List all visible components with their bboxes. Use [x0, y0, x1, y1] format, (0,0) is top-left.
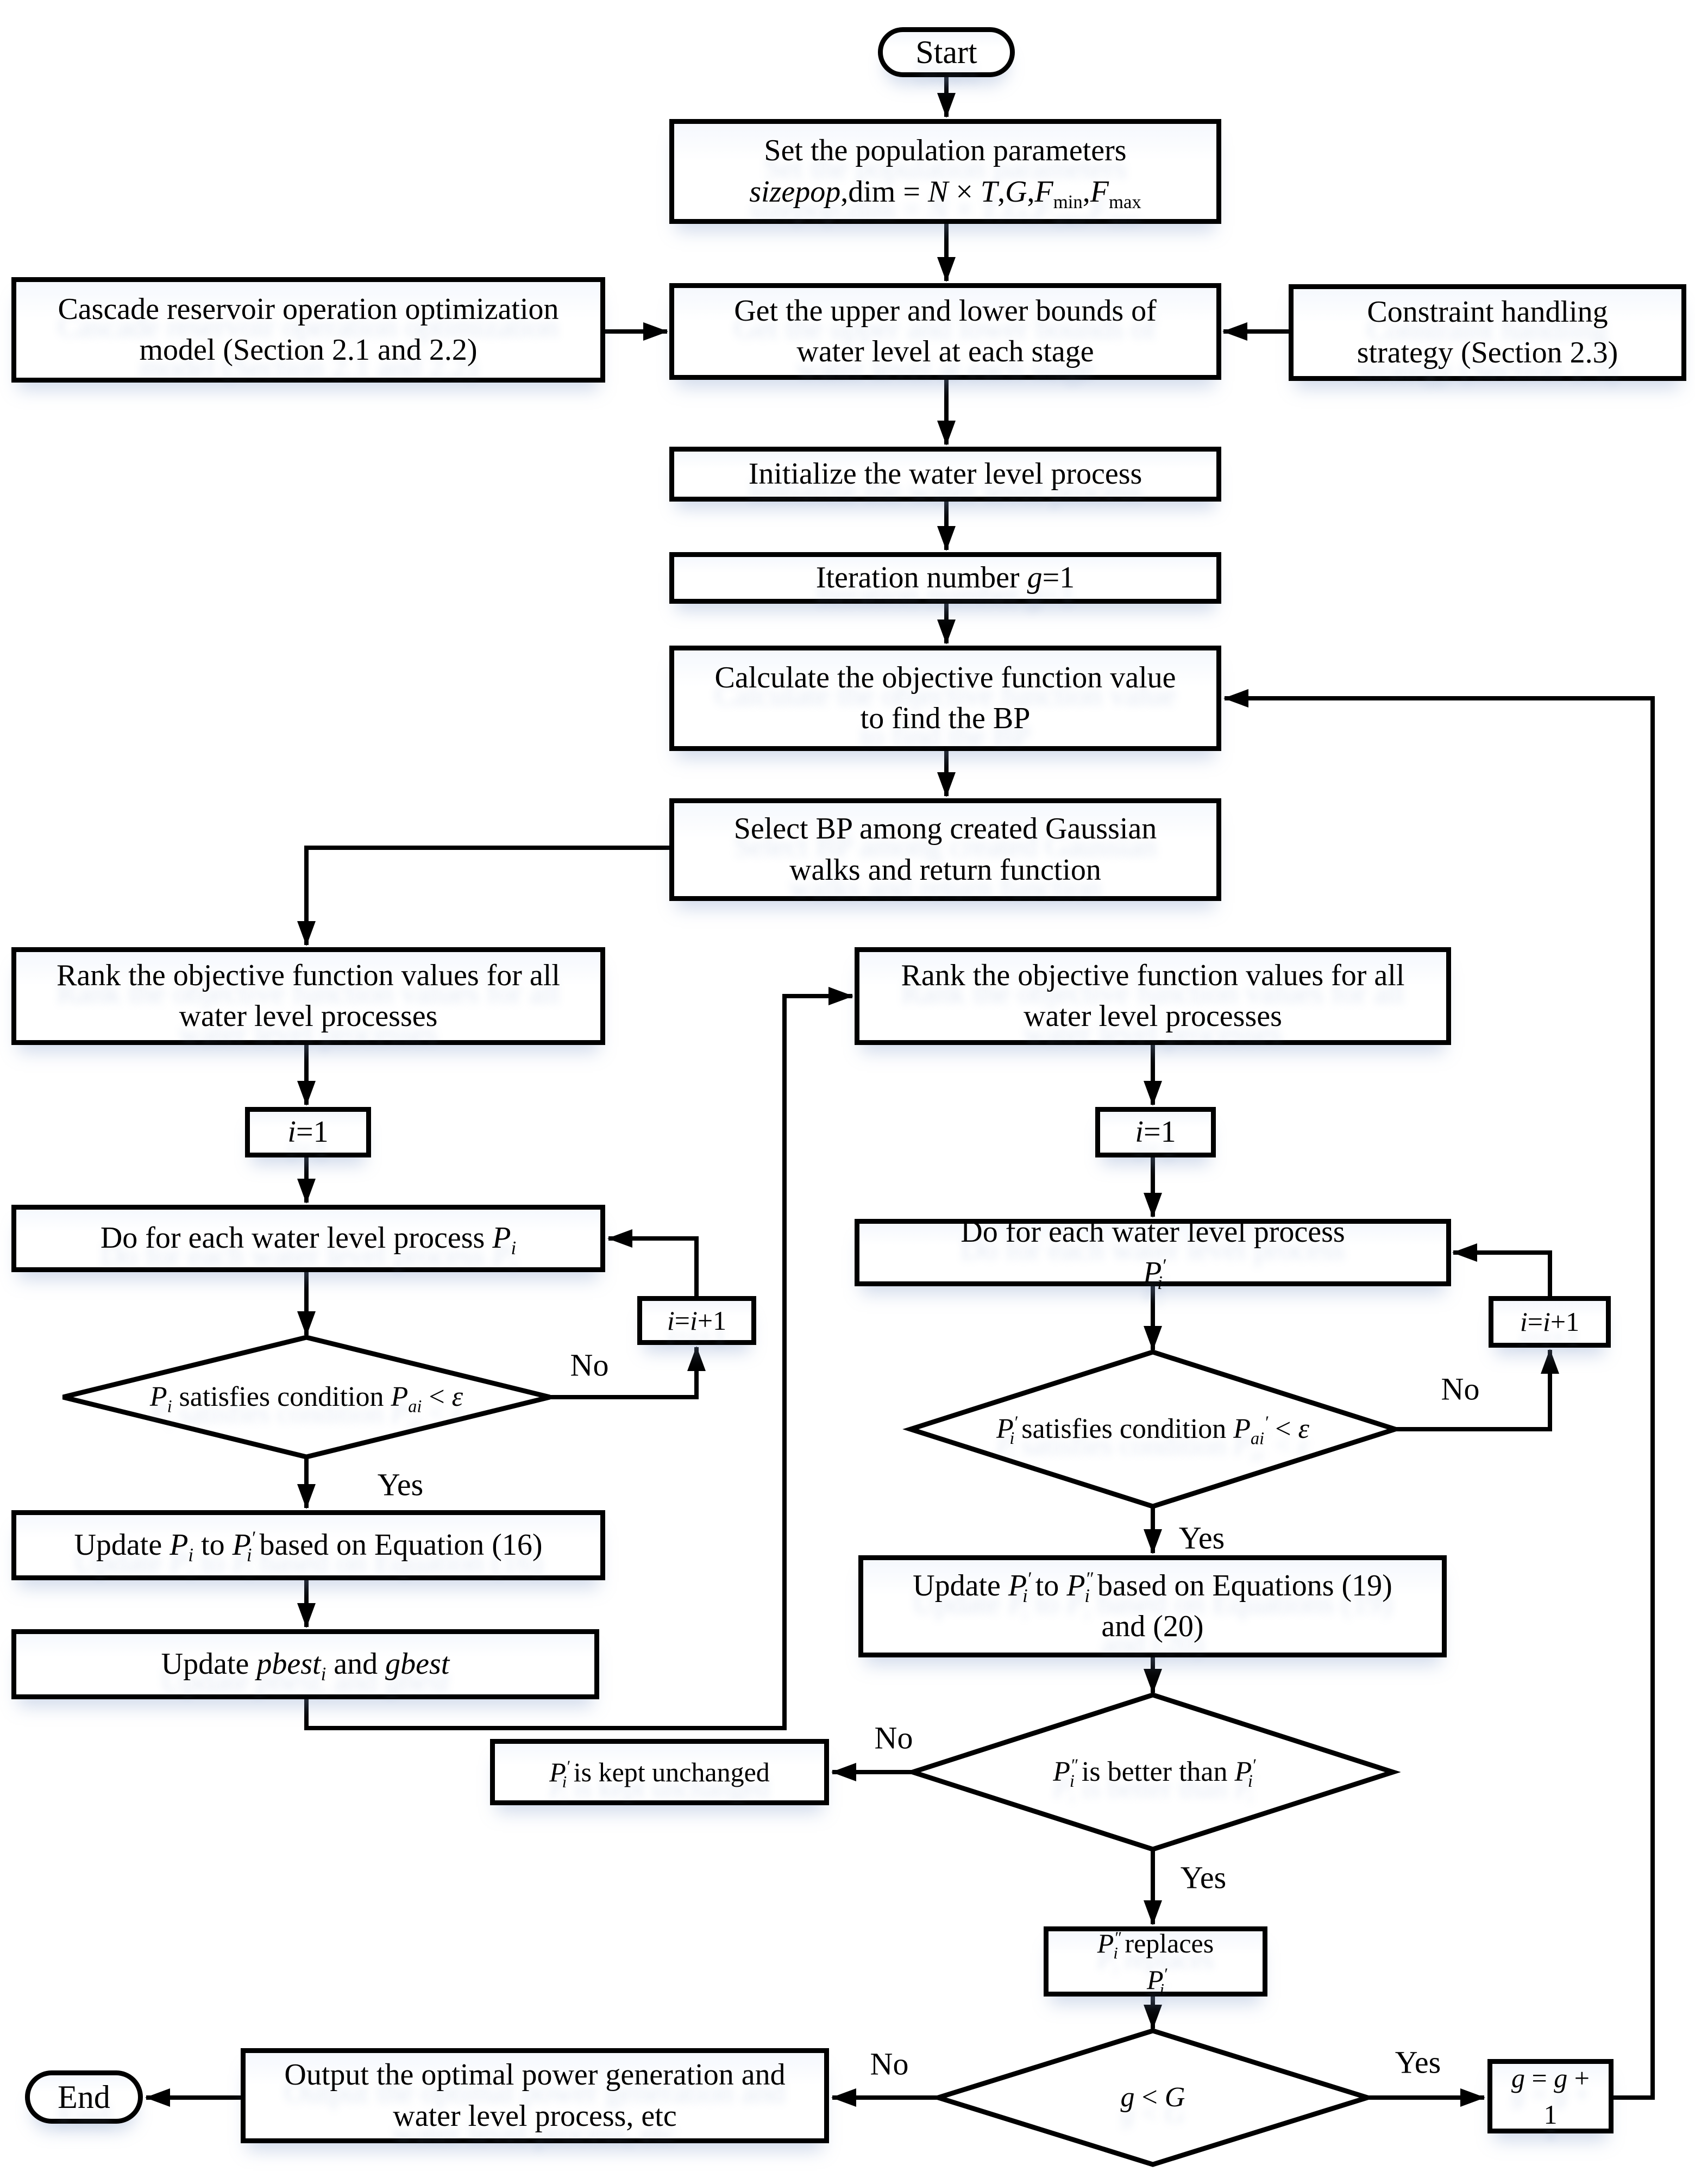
- connector-condleft-no-iincleft: [550, 1346, 706, 1399]
- set-parameters-line2: sizepop,dim = N × T,G,Fmin,Fmax: [749, 174, 1141, 212]
- end-label: End: [58, 2079, 110, 2115]
- update-equation16-box: Update Pi to P′i based on Equation (16): [11, 1510, 605, 1580]
- i-increment-left-box: i=i+1: [637, 1296, 756, 1345]
- cascade-model-box: Cascade reservoir operation optimization…: [11, 277, 605, 383]
- select-bp-box: Select BP among created Gaussian walks a…: [669, 798, 1221, 901]
- better-than-text: P″i is better than P′i: [1053, 1755, 1256, 1791]
- label-yes-g: Yes: [1395, 2044, 1441, 2080]
- condition-right-text: P′i satisfies condition Pai′ < ε: [996, 1412, 1309, 1448]
- condition-left-diamond: [62, 1335, 551, 1460]
- initialize-box: Initialize the water level process: [669, 447, 1221, 502]
- i-increment-right-box: i=i+1: [1489, 1296, 1611, 1348]
- g-increment-box: g = g + 1: [1487, 2059, 1614, 2133]
- initialize-text: Initialize the water level process: [748, 456, 1142, 491]
- select-bp-text: Select BP among created Gaussian walks a…: [733, 812, 1157, 887]
- kept-unchanged-box: P′i is kept unchanged: [490, 1739, 829, 1805]
- update-equations19-20-text: Update P′i to P″i based on Equations (19…: [913, 1568, 1392, 1643]
- g-less-than-G-diamond: [930, 2028, 1376, 2167]
- get-bounds-text: Get the upper and lower bounds of water …: [734, 293, 1157, 368]
- label-yes-better: Yes: [1180, 1860, 1227, 1895]
- get-bounds-box: Get the upper and lower bounds of water …: [669, 283, 1221, 380]
- start-label: Start: [915, 34, 977, 70]
- g-increment-text: g = g + 1: [1511, 2062, 1590, 2130]
- label-no-left: No: [570, 1347, 609, 1383]
- end-terminator: End: [25, 2070, 143, 2124]
- connector-selectbp-rankleft: [297, 846, 669, 946]
- replaces-text: P″i replaces P′i: [1097, 1927, 1214, 1999]
- label-yes-left: Yes: [377, 1467, 424, 1503]
- calculate-objective-text: Calculate the objective function value t…: [714, 660, 1176, 735]
- rank-values-left-box: Rank the objective function values for a…: [11, 947, 605, 1045]
- replaces-box: P″i replaces P′i: [1044, 1926, 1267, 1999]
- i-equals-1-right-text: i=1: [1135, 1115, 1176, 1149]
- i-increment-right-text: i=i+1: [1520, 1306, 1580, 1337]
- condition-left-text: Pi satisfies condition Pai < ε: [149, 1381, 463, 1416]
- do-for-each-left-box: Do for each water level process Pi: [11, 1205, 605, 1272]
- i-equals-1-left-text: i=1: [287, 1115, 329, 1149]
- label-no-better: No: [874, 1720, 913, 1756]
- label-no-right: No: [1441, 1371, 1480, 1407]
- update-pbest-gbest-box: Update pbesti and gbest: [11, 1629, 599, 1699]
- connector-iincright-doforright: [1452, 1243, 1552, 1296]
- rank-values-right-box: Rank the objective function values for a…: [855, 947, 1451, 1045]
- constraint-strategy-box: Constraint handling strategy (Section 2.…: [1289, 284, 1686, 381]
- label-yes-right: Yes: [1178, 1520, 1225, 1556]
- i-equals-1-right-box: i=1: [1095, 1107, 1216, 1157]
- better-than-diamond: [905, 1692, 1401, 1852]
- do-for-each-right-box: Do for each water level process P′i: [855, 1215, 1451, 1292]
- rank-values-left-text: Rank the objective function values for a…: [56, 958, 560, 1033]
- set-parameters-box: Set the population parameters sizepop,di…: [669, 119, 1221, 224]
- iteration-number-text: Iteration number g=1: [815, 560, 1075, 595]
- update-pbest-gbest-text: Update pbesti and gbest: [161, 1647, 450, 1685]
- do-for-each-right-text: Do for each water level process P′i: [960, 1215, 1345, 1294]
- constraint-strategy-text: Constraint handling strategy (Section 2.…: [1357, 295, 1618, 370]
- label-no-g: No: [870, 2046, 909, 2082]
- set-parameters-line1: Set the population parameters: [764, 134, 1127, 168]
- connector-iincleft-doforleft: [607, 1229, 699, 1296]
- rank-values-right-text: Rank the objective function values for a…: [901, 958, 1405, 1033]
- i-increment-left-text: i=i+1: [667, 1305, 727, 1336]
- set-parameters-text: Set the population parameters sizepop,di…: [739, 130, 1151, 212]
- update-equation16-text: Update Pi to P′i based on Equation (16): [74, 1527, 543, 1566]
- connector-condright-no-iincright: [1395, 1349, 1559, 1431]
- calculate-objective-box: Calculate the objective function value t…: [669, 646, 1221, 751]
- kept-unchanged-text: P′i is kept unchanged: [549, 1756, 770, 1791]
- i-equals-1-left-box: i=1: [245, 1107, 371, 1157]
- condition-right-diamond: [902, 1349, 1403, 1509]
- start-terminator: Start: [878, 27, 1015, 77]
- update-equations19-20-box: Update P′i to P″i based on Equations (19…: [858, 1555, 1447, 1657]
- do-for-each-left-text: Do for each water level process Pi: [100, 1221, 517, 1259]
- connector-gincrement-calculate: [1223, 689, 1655, 2100]
- iteration-number-box: Iteration number g=1: [669, 552, 1221, 604]
- output-box: Output the optimal power generation and …: [241, 2048, 829, 2143]
- connector-pbest-rankright: [304, 987, 853, 1730]
- g-less-than-G-text: g < G: [1120, 2082, 1185, 2113]
- output-text: Output the optimal power generation and …: [284, 2058, 786, 2133]
- cascade-model-text: Cascade reservoir operation optimization…: [58, 292, 559, 367]
